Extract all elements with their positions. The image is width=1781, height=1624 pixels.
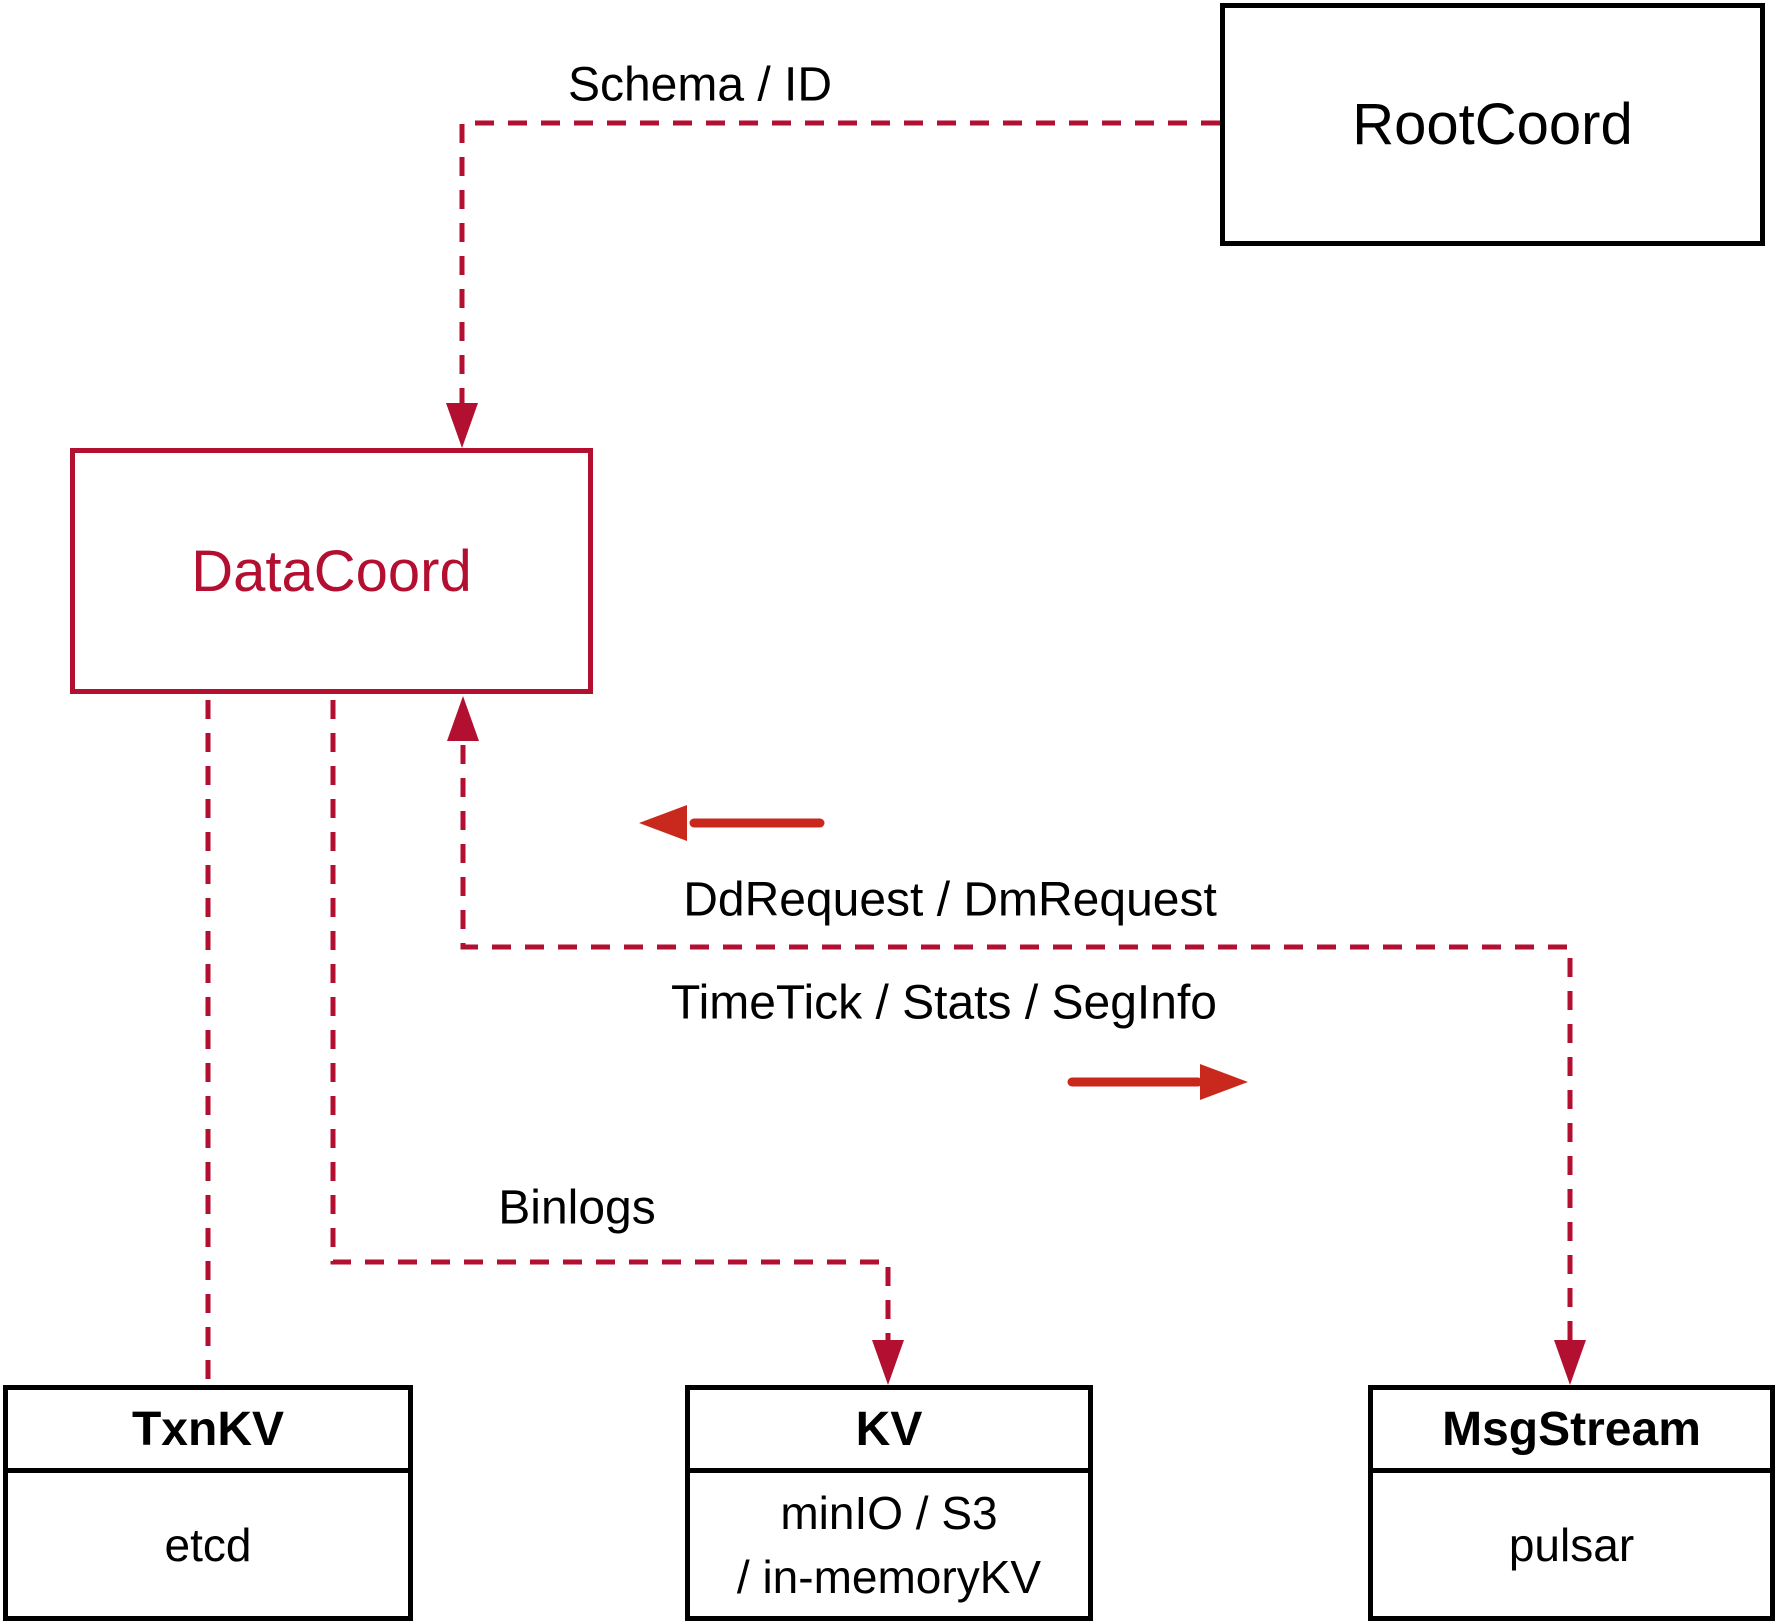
edge-schema-id-line (459, 120, 1220, 403)
edge-ddrequest-timetick-line (460, 745, 1573, 1340)
edge-label-ddrequest: DdRequest / DmRequest (683, 873, 1217, 927)
node-rootcoord-label: RootCoord (1352, 92, 1633, 157)
edge-label-binlogs: Binlogs (498, 1181, 656, 1235)
node-kv-body-line1: minIO / S3 (780, 1486, 998, 1539)
node-rootcoord: RootCoord (1220, 3, 1765, 246)
node-kv: KV minIO / S3 / in-memoryKV (685, 1385, 1093, 1621)
flow-left-arrow-icon (639, 805, 687, 841)
node-msgstream-title: MsgStream (1373, 1390, 1770, 1473)
node-txnkv: TxnKV etcd (3, 1385, 413, 1621)
node-kv-body-line2: / in-memoryKV (736, 1550, 1042, 1603)
node-txnkv-body: etcd (164, 1518, 252, 1571)
node-msgstream: MsgStream pulsar (1368, 1385, 1775, 1621)
node-txnkv-title: TxnKV (8, 1390, 408, 1473)
edge-label-schema-id: Schema / ID (567, 58, 833, 112)
node-msgstream-body: pulsar (1508, 1518, 1635, 1571)
node-kv-title: KV (690, 1390, 1088, 1473)
edge-binlogs-line (330, 700, 891, 1340)
edge-schema-id-arrowhead-icon (446, 403, 478, 448)
edge-binlogs-arrowhead-icon (872, 1340, 904, 1385)
node-datacoord-label: DataCoord (191, 538, 472, 604)
edge-timetick-arrowhead-icon (1554, 1340, 1586, 1385)
flow-right-arrow-icon (1200, 1064, 1248, 1100)
edge-ddrequest-arrowhead-icon (447, 696, 479, 741)
node-datacoord: DataCoord (70, 448, 593, 694)
edge-label-timetick: TimeTick / Stats / SegInfo (671, 976, 1217, 1030)
